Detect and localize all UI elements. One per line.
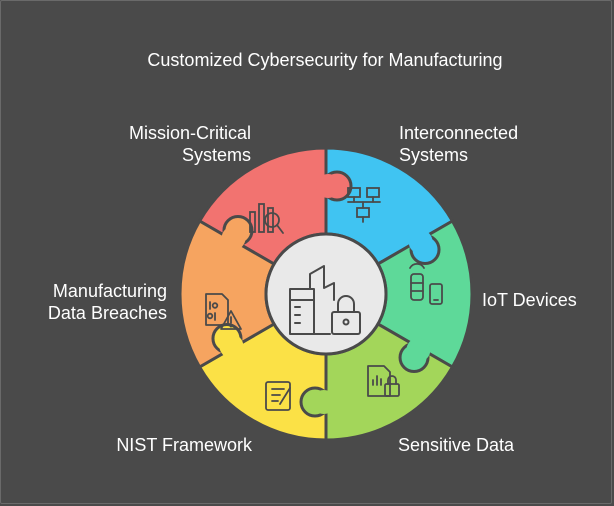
label-line2: Systems — [399, 145, 469, 165]
puzzle-tab-joint — [316, 174, 341, 198]
label-line1: IoT Devices — [482, 290, 577, 310]
label-sensitive-data: Sensitive Data — [398, 434, 558, 456]
label-data-breaches: Manufacturing Data Breaches — [20, 280, 167, 324]
network-computers-icon — [347, 187, 381, 223]
framework-document-icon — [265, 381, 291, 411]
label-line1: Mission-Critical — [128, 123, 251, 143]
iot-devices-icon — [409, 262, 443, 305]
label-interconnected: Interconnected Systems — [399, 122, 559, 166]
label-iot-devices: IoT Devices — [482, 289, 602, 311]
label-line1: NIST Framework — [116, 435, 252, 455]
center-hub — [264, 232, 388, 356]
puzzle-tab-joint — [408, 229, 433, 254]
binary-file-warning-icon — [205, 293, 242, 330]
label-line2: Systems — [181, 145, 251, 165]
label-line1: Interconnected — [399, 123, 519, 143]
chart-magnifier-icon — [249, 203, 284, 234]
puzzle-tab-joint — [406, 337, 431, 362]
label-nist-framework: NIST Framework — [90, 434, 252, 456]
label-mission-critical: Mission-Critical Systems — [96, 122, 251, 166]
puzzle-tab-joint — [221, 226, 246, 251]
label-line1: Manufacturing — [52, 281, 167, 301]
label-line1: Sensitive Data — [398, 435, 515, 455]
diagram-title: Customized Cybersecurity for Manufacturi… — [147, 50, 503, 70]
puzzle-tab-joint — [219, 334, 244, 359]
puzzle-tab-joint — [311, 390, 336, 414]
secure-factory-lock-icon — [289, 265, 361, 335]
label-line2: Data Breaches — [47, 303, 167, 323]
locked-document-icon — [367, 365, 400, 397]
